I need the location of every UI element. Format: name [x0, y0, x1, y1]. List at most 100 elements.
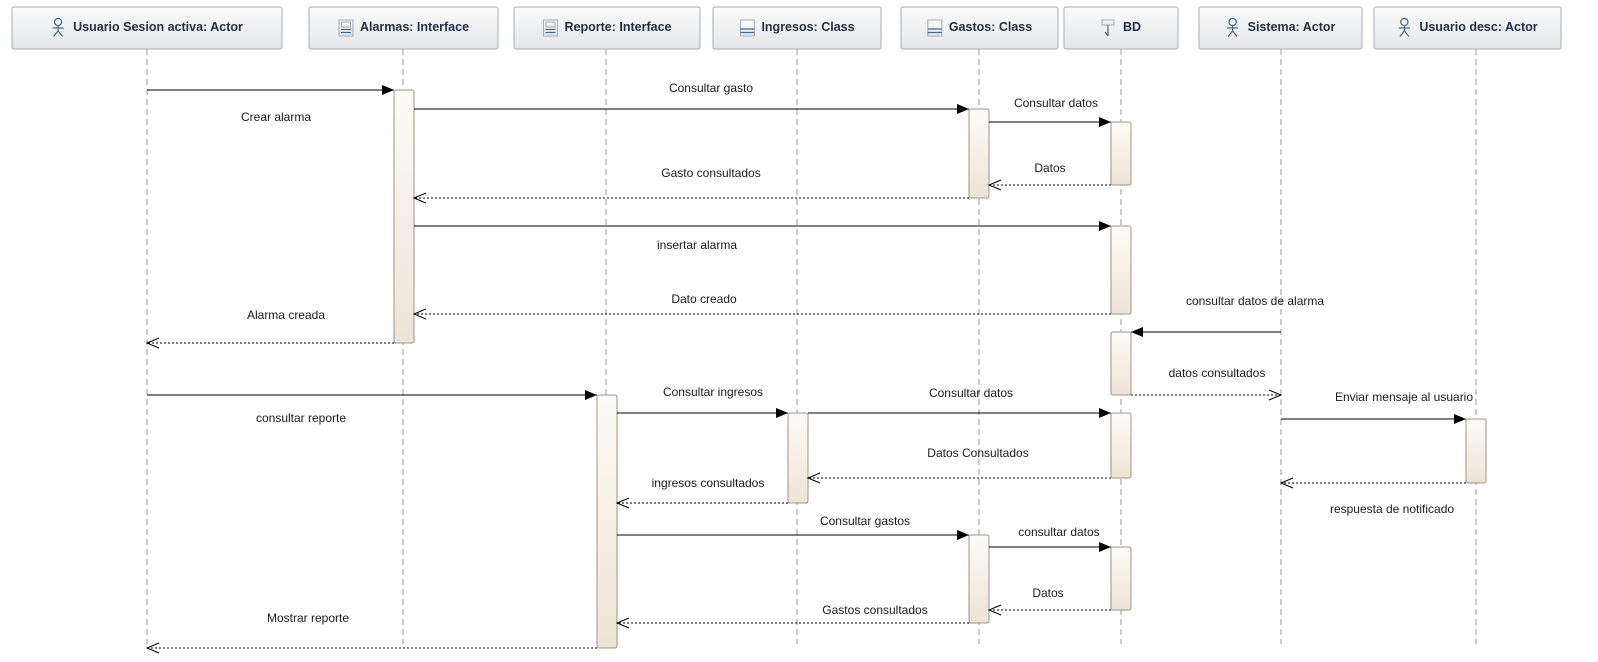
lifeline-usuario-head[interactable]: Usuario Sesion activa: Actor [11, 6, 283, 50]
activation-bar-bd [1110, 331, 1132, 396]
message-respuesta-de-notificado[interactable]: respuesta de notificado [1279, 477, 1466, 516]
lifeline-reporte-label: Reporte: Interface [565, 20, 672, 34]
message-label: Gasto consultados [661, 166, 760, 180]
filled-arrowhead-icon [1099, 117, 1111, 127]
open-arrowhead-icon [615, 617, 630, 629]
open-arrowhead-icon [412, 192, 427, 204]
lifeline-ingresos-head[interactable]: Ingresos: Class [712, 6, 882, 50]
message-ingresos-consultados[interactable]: ingresos consultados [615, 476, 788, 509]
actor-icon [1398, 17, 1410, 37]
lifeline-heads: Usuario Sesion activa: Actor Alarmas: Int… [11, 6, 1562, 50]
message-datos-consultados[interactable]: datos consultados [1131, 366, 1283, 401]
class-icon [927, 19, 943, 37]
lifeline-alarmas-label: Alarmas: Interface [360, 20, 469, 34]
message-label: Consultar datos [1014, 96, 1098, 110]
activation-bar-reporte [596, 394, 618, 649]
actor-icon [1227, 17, 1239, 37]
activation-bar-usuario_desc [1465, 418, 1487, 484]
message-consultar-gasto[interactable]: Consultar gasto [414, 81, 969, 114]
lifeline-usuario_desc-label: Usuario desc: Actor [1419, 20, 1537, 34]
filled-arrowhead-icon [1099, 221, 1111, 231]
open-arrowhead-icon [145, 337, 160, 349]
message-label: Datos [1034, 161, 1065, 175]
lifeline-bd-head[interactable]: BD [1063, 6, 1179, 50]
lifeline-alarmas-head[interactable]: Alarmas: Interface [308, 6, 499, 50]
message-consultar-gastos[interactable]: Consultar gastos [617, 514, 969, 540]
message-label: Mostrar reporte [267, 611, 349, 625]
lifeline-gastos-head[interactable]: Gastos: Class [900, 6, 1059, 50]
filled-arrowhead-icon [957, 104, 969, 114]
message-label: Consultar gasto [669, 81, 753, 95]
message-label: Consultar gastos [820, 514, 910, 528]
message-consultar-datos[interactable]: consultar datos [989, 525, 1111, 552]
activation-bar-bd [1110, 225, 1132, 315]
message-datos[interactable]: Datos [987, 161, 1111, 191]
open-arrowhead-icon [1268, 389, 1283, 401]
open-arrowhead-icon [412, 308, 427, 320]
interface-icon [543, 19, 559, 37]
activation-bar-gastos [968, 534, 990, 624]
filled-arrowhead-icon [957, 530, 969, 540]
activation-bar-bd [1110, 412, 1132, 479]
activation-bar-gastos [968, 108, 990, 199]
lifeline-usuario-label: Usuario Sesion activa: Actor [73, 20, 243, 34]
message-consultar-reporte[interactable]: consultar reporte [147, 390, 597, 425]
lifeline-lines [146, 49, 1477, 644]
class-icon [739, 19, 755, 37]
filled-arrowhead-icon [1131, 327, 1143, 337]
open-arrowhead-icon [1279, 477, 1294, 489]
lifeline-usuario_desc-head[interactable]: Usuario desc: Actor [1373, 6, 1562, 50]
message-gasto-consultados[interactable]: Gasto consultados [412, 166, 969, 204]
message-datos-consultados[interactable]: Datos Consultados [806, 446, 1111, 484]
message-crear-alarma[interactable]: Crear alarma [147, 85, 394, 124]
lifeline-bd-label: BD [1123, 20, 1141, 34]
message-consultar-datos[interactable]: Consultar datos [808, 386, 1111, 418]
message-label: Dato creado [671, 292, 737, 306]
message-label: ingresos consultados [652, 476, 765, 490]
lifeline-ingresos-label: Ingresos: Class [761, 20, 854, 34]
activation-bar-bd [1110, 121, 1132, 186]
message-dato-creado[interactable]: Dato creado [412, 292, 1111, 320]
message-consultar-datos[interactable]: Consultar datos [989, 96, 1111, 127]
message-label: consultar reporte [256, 411, 346, 425]
message-label: Datos [1032, 586, 1063, 600]
message-alarma-creada[interactable]: Alarma creada [145, 308, 394, 349]
activation-bar-alarmas [393, 89, 415, 344]
message-label: respuesta de notificado [1330, 502, 1454, 516]
message-label: Datos Consultados [927, 446, 1028, 460]
message-label: insertar alarma [657, 238, 737, 252]
filled-arrowhead-icon [382, 85, 394, 95]
message-mostrar-reporte[interactable]: Mostrar reporte [145, 611, 597, 654]
filled-arrowhead-icon [585, 390, 597, 400]
message-consultar-ingresos[interactable]: Consultar ingresos [617, 385, 788, 418]
message-label: Consultar datos [929, 386, 1013, 400]
interface-icon [338, 19, 354, 37]
activation-bar-ingresos [787, 412, 809, 504]
message-label: Consultar ingresos [663, 385, 763, 399]
filled-arrowhead-icon [1099, 542, 1111, 552]
actor-icon [52, 17, 64, 37]
open-arrowhead-icon [145, 642, 160, 654]
message-insertar-alarma[interactable]: insertar alarma [414, 221, 1111, 252]
lifeline-sistema-label: Sistema: Actor [1248, 20, 1336, 34]
lifeline-sistema-head[interactable]: Sistema: Actor [1198, 6, 1363, 50]
message-label: consultar datos de alarma [1186, 294, 1324, 308]
message-label: consultar datos [1018, 525, 1099, 539]
open-arrowhead-icon [806, 472, 821, 484]
activation-bar-bd [1110, 546, 1132, 611]
filled-arrowhead-icon [1454, 414, 1466, 424]
message-label: Alarma creada [247, 308, 325, 322]
message-label: Gastos consultados [822, 603, 927, 617]
lifeline-gastos-label: Gastos: Class [949, 20, 1032, 34]
database-icon [1101, 19, 1115, 37]
activation-bars [393, 89, 1487, 649]
message-consultar-datos-de-alarma[interactable]: consultar datos de alarma [1131, 294, 1324, 337]
lifeline-reporte-head[interactable]: Reporte: Interface [513, 6, 701, 50]
message-enviar-mensaje-al-usuario[interactable]: Enviar mensaje al usuario [1281, 390, 1473, 424]
message-gastos-consultados[interactable]: Gastos consultados [615, 603, 969, 629]
open-arrowhead-icon [987, 179, 1002, 191]
message-datos[interactable]: Datos [987, 586, 1111, 616]
message-label: Crear alarma [241, 110, 311, 124]
